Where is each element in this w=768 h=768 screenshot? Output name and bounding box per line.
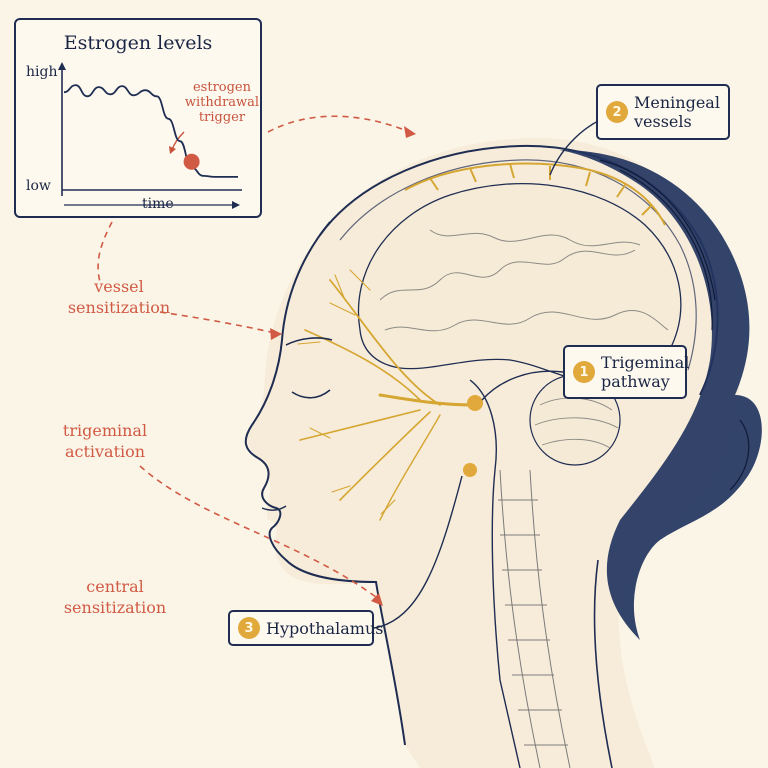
trigeminal-activation-label: trigeminal activation xyxy=(30,420,180,462)
hair-back xyxy=(560,150,762,640)
lips xyxy=(261,505,287,511)
label-line: activation xyxy=(64,442,146,461)
trigger-note-line: withdrawal xyxy=(184,95,260,110)
vertebrae xyxy=(498,499,568,746)
trigger-pointer-head xyxy=(169,146,176,154)
label-line: vessel xyxy=(94,277,144,296)
y-axis-arrowhead xyxy=(58,62,66,70)
brain-gyri xyxy=(379,229,669,332)
callout-subtitle: vessels xyxy=(634,112,692,131)
arrow-vessel-to-head xyxy=(159,311,276,334)
callout-hypothalamus: 3 Hypothalamus xyxy=(228,610,383,646)
arrow-chart-to-vessels xyxy=(267,115,411,133)
label-line: trigeminal xyxy=(62,421,148,440)
trigger-note-line: trigger xyxy=(198,110,246,125)
callout-title: Meningeal xyxy=(634,93,720,112)
hair-strands xyxy=(599,159,750,491)
callout-subtitle: pathway xyxy=(601,372,670,391)
trigger-note-line: estrogen xyxy=(192,80,252,95)
callout-number-badge: 1 xyxy=(573,361,595,383)
arrow-chart-down xyxy=(97,221,113,283)
estrogen-chart-panel: Estrogen levels high low time estrogen w… xyxy=(14,18,262,218)
eyebrow xyxy=(285,337,333,346)
y-tick-high: high xyxy=(26,64,58,80)
estrogen-series-line xyxy=(63,84,238,178)
trigeminal-nerve xyxy=(297,269,477,521)
leader-hypothalamus xyxy=(373,475,463,629)
meningeal-vessels xyxy=(404,162,666,226)
neck-back xyxy=(593,559,613,768)
face-profile xyxy=(244,221,406,746)
hypothalamus-dot xyxy=(463,463,477,477)
estrogen-line-chart xyxy=(58,62,242,209)
label-line: sensitization xyxy=(67,298,171,317)
brainstem xyxy=(469,379,521,768)
x-axis-label: time xyxy=(142,196,174,212)
arrowhead-central xyxy=(371,593,383,606)
callout-number-badge: 3 xyxy=(238,617,260,639)
leader-trigeminal xyxy=(481,370,564,401)
spine xyxy=(499,469,571,768)
callout-title: Hypothalamus xyxy=(266,618,384,638)
label-line: central xyxy=(86,577,144,596)
arrowhead-vessels xyxy=(404,126,416,138)
y-tick-low: low xyxy=(26,178,51,194)
trigeminal-ganglion xyxy=(467,395,483,411)
callout-number-badge: 2 xyxy=(606,101,628,123)
label-line: sensitization xyxy=(63,598,167,617)
vessel-sensitization-label: vessel sensitization xyxy=(44,276,194,318)
central-sensitization-label: central sensitization xyxy=(40,576,190,618)
time-arrowhead xyxy=(232,201,240,209)
leader-meningeal xyxy=(549,119,601,176)
withdrawal-trigger-point xyxy=(183,153,200,170)
closed-eye xyxy=(291,389,331,399)
callout-title: Trigeminal xyxy=(601,353,690,372)
arrowhead-head xyxy=(270,328,282,340)
chart-title: Estrogen levels xyxy=(63,32,213,54)
callout-trigeminal-pathway: 1 Trigeminal pathway xyxy=(563,345,690,399)
trigger-note: estrogen withdrawal trigger xyxy=(182,80,262,125)
callout-meningeal-vessels: 2 Meningeal vessels xyxy=(596,84,730,140)
